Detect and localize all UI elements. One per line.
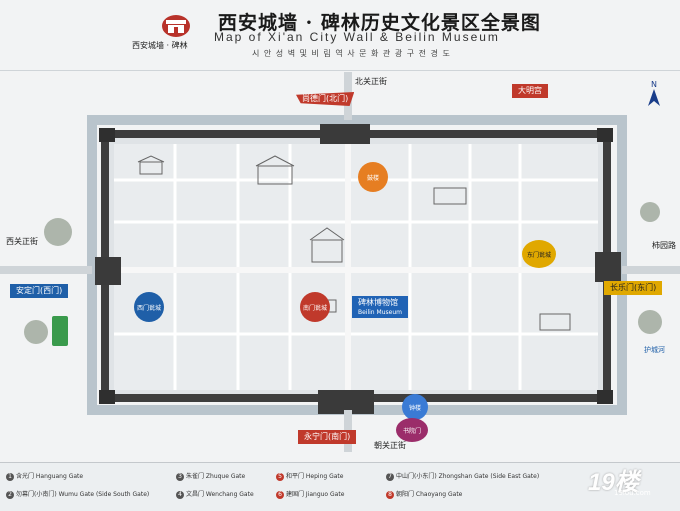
page-title-kr: 시 안 성 벽 및 비 림 역 사 문 화 관 광 구 전 경 도 [252,49,451,58]
watermark-url: 19lou.com [614,489,651,497]
beilin-museum-banner[interactable]: 碑林博物馆 Beilin Museum [352,296,408,318]
svg-text:N: N [651,80,657,89]
west-gate-banner[interactable]: 安定门(西门) [10,284,69,298]
north-street-label: 北关正街 [355,77,387,86]
map-canvas [0,72,680,452]
east-gate-banner[interactable]: 长乐门(东门) [604,281,663,295]
header-divider [0,70,680,71]
page-title-en: Map of Xi'an City Wall & Beilin Museum [214,30,500,44]
watermark-logo: 19楼 [588,469,639,496]
east-street-label: 柿园路 [652,241,676,250]
north-arrow-icon: N [648,80,660,106]
logo-text: 西安城墙 · 碑林 [132,41,188,50]
west-street-label: 西关正街 [6,237,38,246]
south-gate-banner[interactable]: 永宁门(南门) [298,430,357,444]
drum-tower-marker[interactable]: 鼓楼 [358,162,388,192]
bell-tower-marker[interactable]: 钟楼 [402,394,428,420]
south-street-label: 朝关正街 [374,441,406,450]
south-barbican-marker[interactable]: 南门瓮城 [300,292,330,322]
east-barbican-marker[interactable]: 东门瓮城 [522,240,556,268]
page-title: 西安城墙 · 碑林历史文化景区全景图 [218,12,541,34]
gate-blocks [95,124,621,414]
moat-label: 护城河 [644,346,665,354]
city-wall-logo-icon [162,15,190,37]
shuyuanmen-marker[interactable]: 书院门 [396,418,428,442]
north-gate-banner[interactable]: 尚德门(北门) [296,92,355,106]
daming-palace-banner[interactable]: 大明宫 [512,84,548,98]
west-barbican-marker[interactable]: 西门瓮城 [134,292,164,322]
west-info-tag [52,316,68,346]
